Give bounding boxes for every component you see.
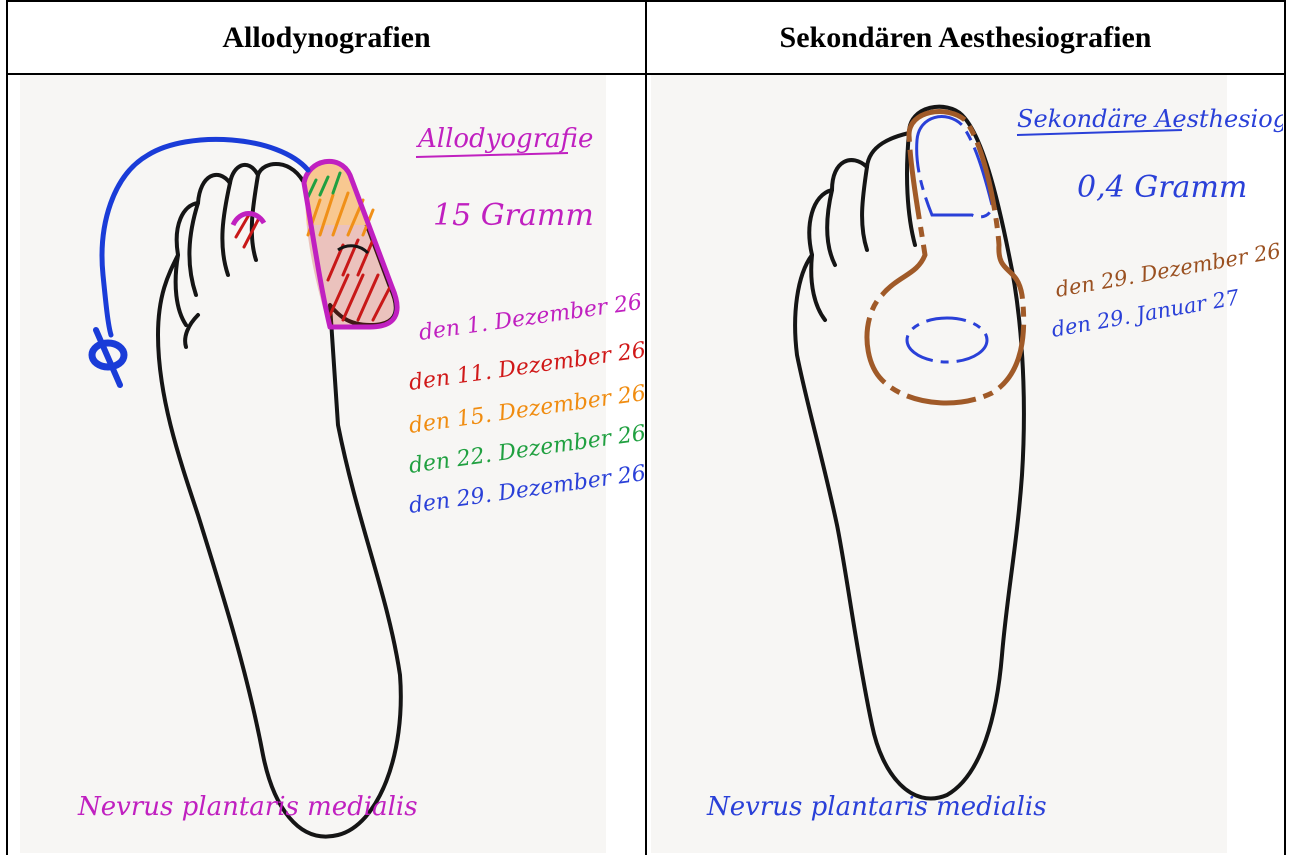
aesthesiografie-drawing: Sekondäre Aesthesiografie 0,4 Gramm den … bbox=[647, 75, 1283, 855]
aesthesiografie-nerve: Nevrus plantaris medialis bbox=[706, 792, 1047, 822]
allodynografie-cell: Allodyografie 15 Gramm den 1. Dezember 2… bbox=[7, 74, 646, 855]
allodynografie-nerve: Nevrus plantaris medialis bbox=[77, 792, 418, 822]
date-1: den 1. Dezember 26 bbox=[417, 290, 643, 346]
aesthesiografie-cell: Sekondäre Aesthesiografie 0,4 Gramm den … bbox=[646, 74, 1285, 855]
comparison-table: Allodynografien Sekondären Aesthesiograf… bbox=[6, 0, 1286, 855]
aesthesiografie-dates: den 29. Dezember 26 den 29. Januar 27 bbox=[1050, 239, 1283, 342]
allodynografie-title: Allodyografie bbox=[416, 124, 593, 154]
allodynografie-dates: den 1. Dezember 26 den 11. Dezember 26 d… bbox=[407, 290, 644, 519]
aesthesiografie-title: Sekondäre Aesthesiografie bbox=[1017, 105, 1283, 133]
date-r1: den 29. Dezember 26 bbox=[1054, 239, 1283, 302]
aesthesiografie-weight: 0,4 Gramm bbox=[1077, 170, 1247, 205]
blue-arc bbox=[102, 139, 308, 335]
header-aesthesiografien: Sekondären Aesthesiografien bbox=[646, 1, 1285, 74]
header-allodynografien: Allodynografien bbox=[7, 1, 646, 74]
allodynografie-weight: 15 Gramm bbox=[433, 198, 594, 233]
allodynografie-drawing: Allodyografie 15 Gramm den 1. Dezember 2… bbox=[8, 75, 644, 855]
